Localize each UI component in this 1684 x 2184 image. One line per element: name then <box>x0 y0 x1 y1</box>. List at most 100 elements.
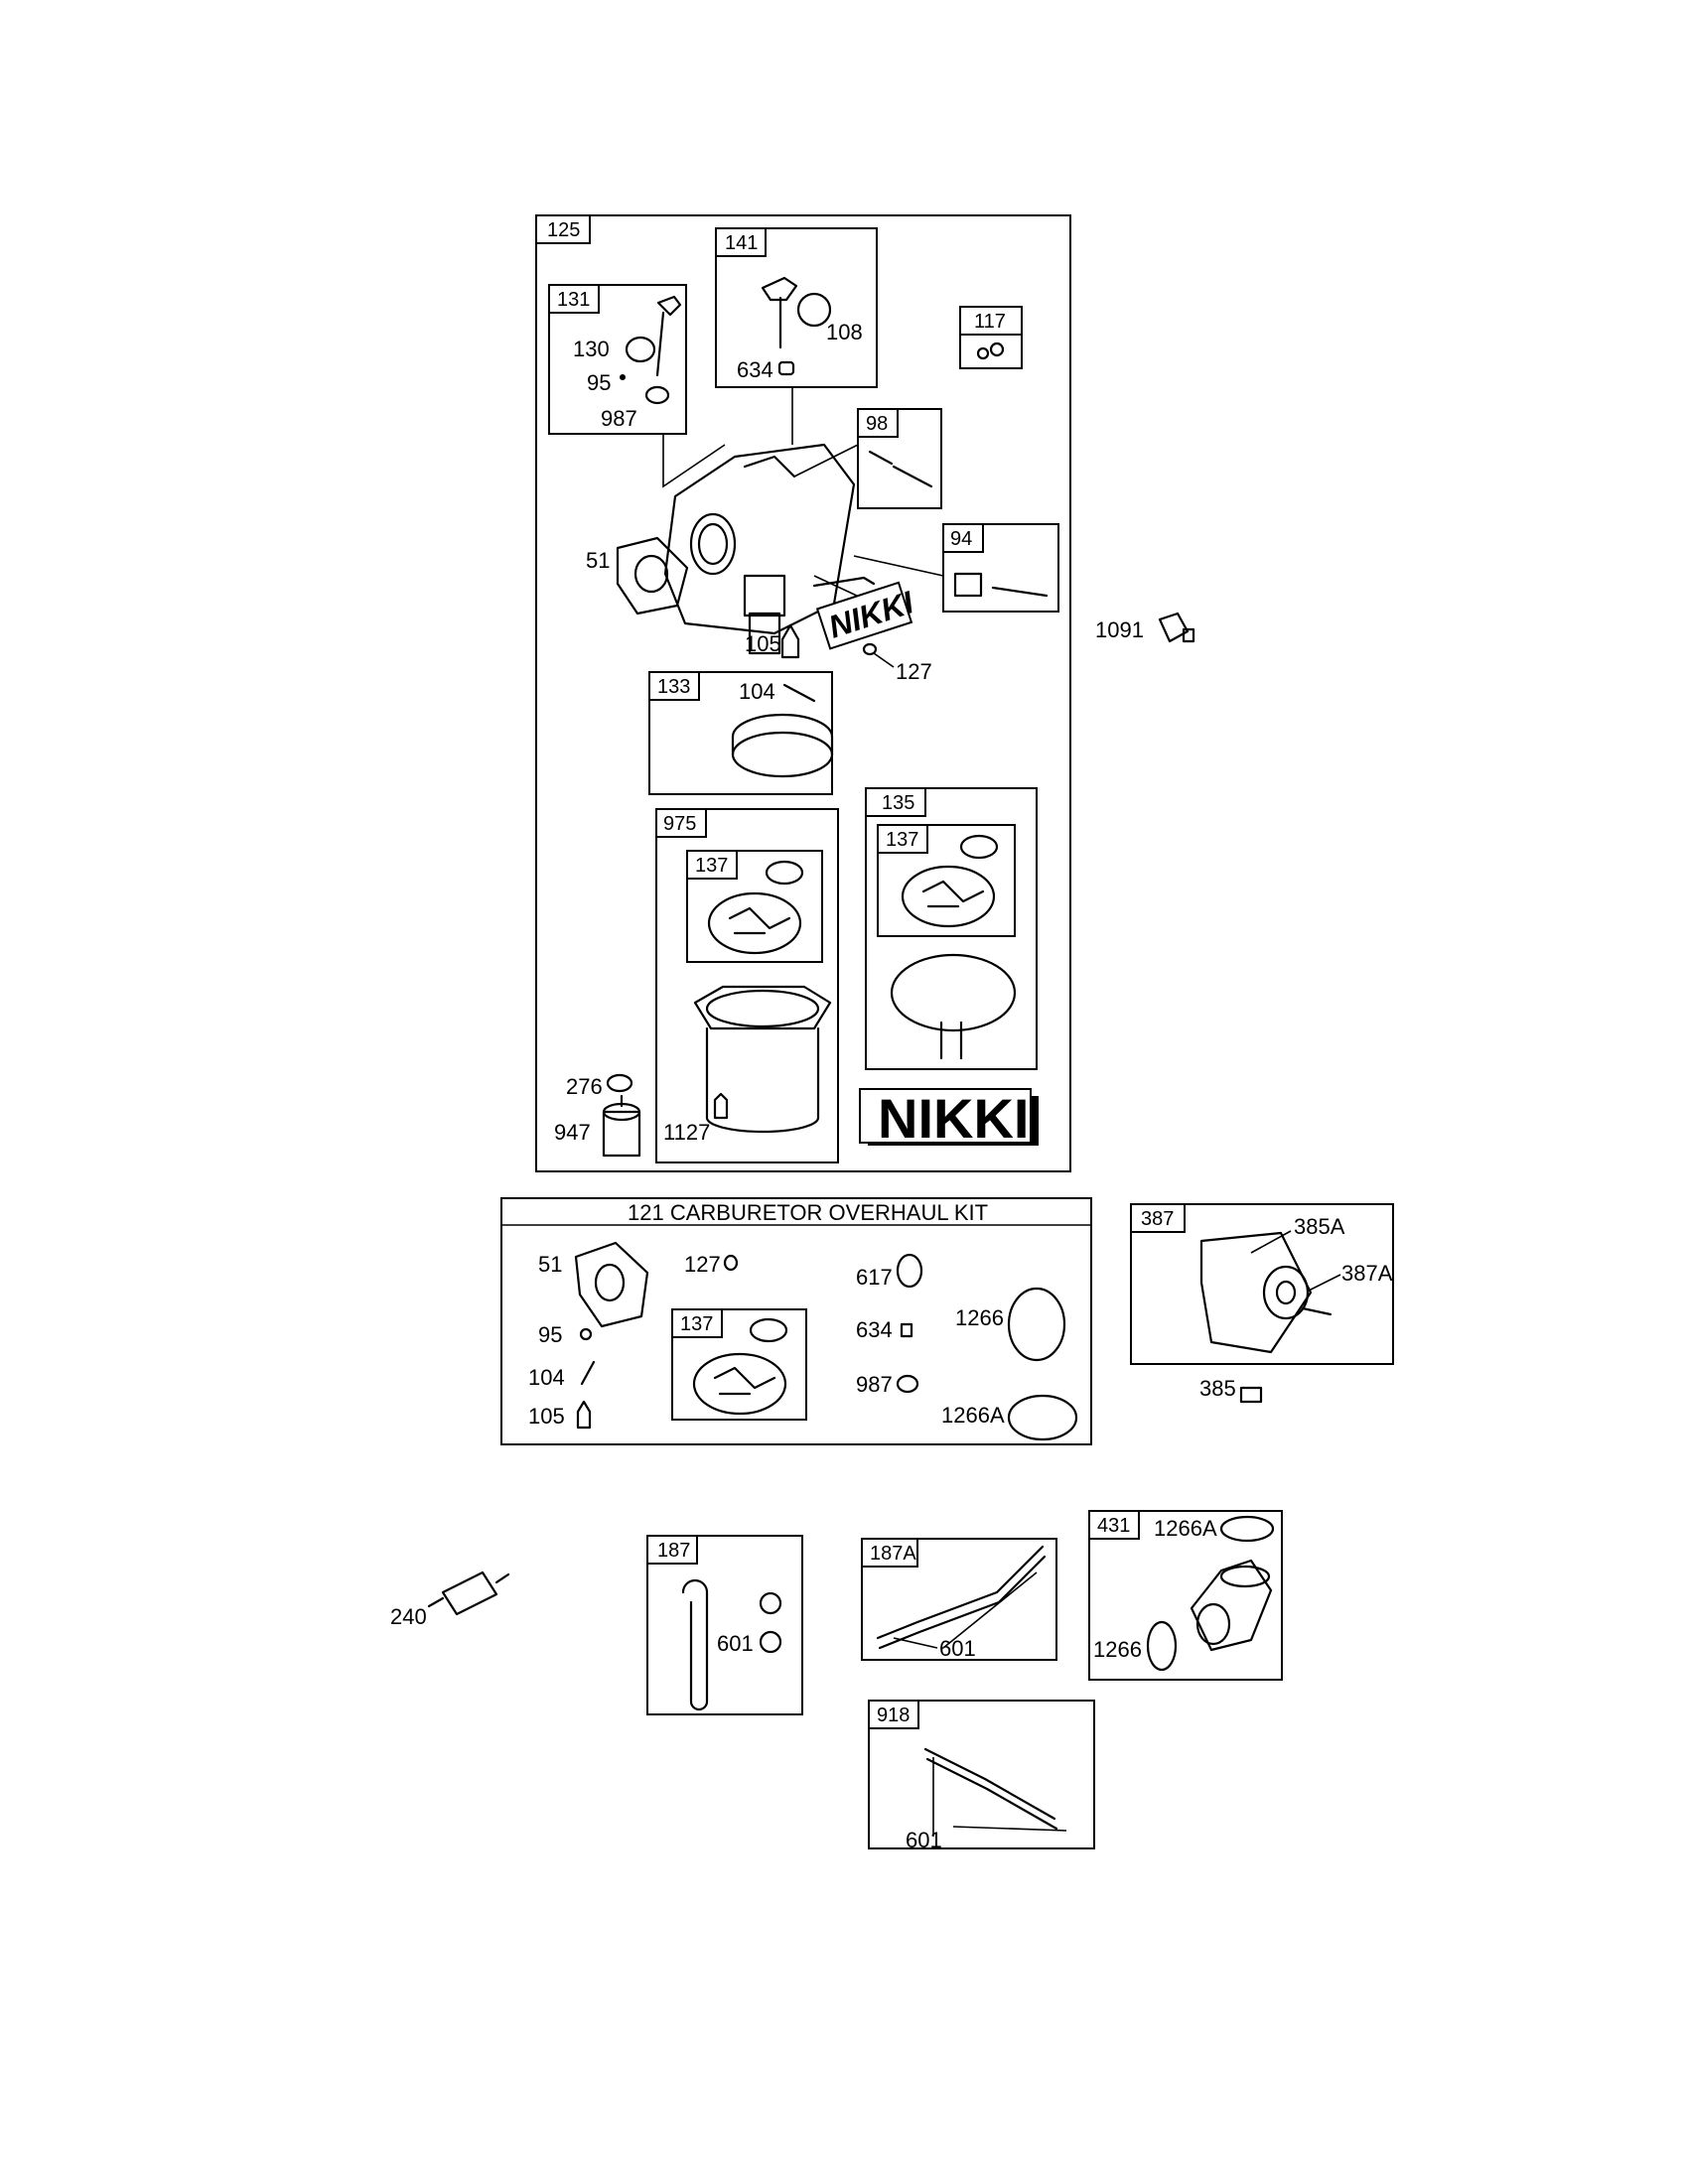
bowl-kit-135[interactable]: 135 137 <box>865 787 1038 1070</box>
kit-part-label-634: 634 <box>856 1317 893 1342</box>
fuel-hose <box>923 1747 1056 1821</box>
fuel-inlet-needle <box>780 623 800 659</box>
fitting-icon <box>1158 612 1190 643</box>
part-label-240: 240 <box>390 1604 427 1629</box>
part-label-137-a: 137 <box>695 855 728 877</box>
fuel-pump <box>1199 1231 1313 1354</box>
carburetor-assembly-group: 125 131 130 95 987 141 634 108 <box>535 214 1071 1172</box>
kit-ring-1266A <box>1007 1394 1078 1441</box>
part-label-1091: 1091 <box>1095 617 1144 642</box>
part-label-187A: 187A <box>870 1543 916 1565</box>
nikki-logo-text: NIKKI <box>878 1087 1029 1150</box>
fuel-filter <box>441 1570 498 1616</box>
part-label-947: 947 <box>554 1120 591 1145</box>
part-label-385: 385 <box>1199 1376 1236 1401</box>
overhaul-kit-title: 121 CARBURETOR OVERHAUL KIT <box>628 1200 988 1225</box>
part-label-137-b: 137 <box>886 829 918 851</box>
kit-part-label-105: 105 <box>528 1404 565 1429</box>
part-label-987: 987 <box>601 406 637 431</box>
idle-screw-kit-98[interactable]: 98 <box>857 408 942 509</box>
kit-bowl-gasket <box>692 1352 787 1416</box>
seal-washer <box>644 385 670 405</box>
hose-clamp <box>759 1630 782 1654</box>
spring-icon <box>953 572 983 598</box>
part-label-431: 431 <box>1097 1515 1130 1537</box>
fuel-pump-group[interactable]: 387 385A 387A 385 <box>1130 1203 1394 1404</box>
intake-elbow <box>1190 1559 1273 1652</box>
o-ring <box>959 834 999 860</box>
part-label-51: 51 <box>586 548 610 573</box>
plug-icon <box>862 642 878 656</box>
intake-kit-431[interactable]: 431 1266A 1266 <box>1088 1510 1283 1681</box>
fuel-hose <box>876 1545 1045 1640</box>
throttle-lever <box>761 276 798 302</box>
mounting-gasket <box>616 536 689 615</box>
choke-shaft <box>655 311 665 377</box>
part-label-98: 98 <box>866 413 888 435</box>
kit-part-label-1266A: 1266A <box>941 1403 1005 1428</box>
part-label-387A: 387A <box>1341 1261 1393 1286</box>
part-label-131: 131 <box>557 289 590 311</box>
bowl-plate <box>890 953 1017 1032</box>
float <box>731 731 834 778</box>
label-box <box>535 214 591 244</box>
part-label-133: 133 <box>657 676 690 698</box>
part-label-1127: 1127 <box>663 1120 710 1145</box>
part-label-95: 95 <box>587 370 611 395</box>
fuel-line-kit-187[interactable]: 187 601 <box>646 1535 803 1715</box>
mixture-screw-kit-94[interactable]: 94 <box>942 523 1059 613</box>
float-bowl-kit-975[interactable]: 975 137 1127 <box>655 808 839 1163</box>
hose-clamp <box>759 1591 782 1615</box>
part-1091[interactable]: 1091 <box>1095 612 1195 643</box>
bowl-gasket <box>901 865 996 928</box>
nikki-logo: NIKKI <box>859 1087 1039 1150</box>
bowl-gasket <box>707 891 802 955</box>
leader-131 <box>662 434 726 488</box>
kit-part-label-104: 104 <box>528 1365 565 1390</box>
part-label-276: 276 <box>566 1074 603 1099</box>
part-label-1266A-431: 1266A <box>1154 1516 1217 1541</box>
kit-part-label-1266: 1266 <box>955 1305 1004 1330</box>
part-label-975: 975 <box>663 813 696 835</box>
fuel-hose <box>681 1578 709 1711</box>
o-ring <box>765 860 804 886</box>
leader-94 <box>853 555 944 577</box>
kit-mounting-gasket <box>574 1241 649 1328</box>
part-label-1266-431: 1266 <box>1093 1637 1142 1662</box>
carburetor-assembly-label: 125 <box>547 219 580 241</box>
part-label-385A: 385A <box>1294 1214 1345 1239</box>
part-label-634: 634 <box>737 357 773 382</box>
o-ring <box>1219 1515 1275 1543</box>
part-label-135: 135 <box>882 792 914 814</box>
part-label-127: 127 <box>896 659 932 684</box>
kit-part-label-987: 987 <box>856 1372 893 1397</box>
part-117[interactable]: 117 <box>959 306 1023 369</box>
part-label-601-c: 601 <box>906 1828 942 1852</box>
float-bowl <box>693 985 832 1030</box>
part-label-141: 141 <box>725 232 758 254</box>
choke-plate <box>625 336 656 363</box>
fuel-filter-240[interactable]: 240 <box>390 1570 510 1629</box>
kit-part-label-137: 137 <box>680 1313 713 1335</box>
part-label-918: 918 <box>877 1705 910 1726</box>
float-pin <box>782 683 816 703</box>
spring-icon <box>868 450 894 466</box>
kit-part-label-617: 617 <box>856 1265 893 1290</box>
kit-ring-1266 <box>1007 1287 1066 1362</box>
carburetor-assembly-frame <box>535 214 1071 1172</box>
choke-shaft-kit-131[interactable]: 131 130 95 987 <box>548 284 687 435</box>
throttle-plate <box>796 292 832 328</box>
float-kit-133[interactable]: 133 104 <box>648 671 834 795</box>
fuel-pump-label: 387 <box>1141 1208 1174 1230</box>
overhaul-kit-group: 121 CARBURETOR OVERHAUL KIT 51 127 617 1… <box>500 1197 1092 1445</box>
o-ring <box>1146 1620 1178 1672</box>
bowl-screw <box>713 1092 729 1120</box>
part-label-104: 104 <box>739 679 775 704</box>
fuel-line-kit-187A[interactable]: 187A 601 <box>861 1538 1057 1661</box>
kit-part-label-51: 51 <box>538 1252 562 1277</box>
fuel-line-kit-918[interactable]: 918 601 <box>868 1700 1095 1852</box>
throttle-shaft-kit-141[interactable]: 141 634 108 <box>715 227 878 388</box>
part-label-130: 130 <box>573 337 610 361</box>
nikki-decal: NIKKI <box>815 581 918 650</box>
